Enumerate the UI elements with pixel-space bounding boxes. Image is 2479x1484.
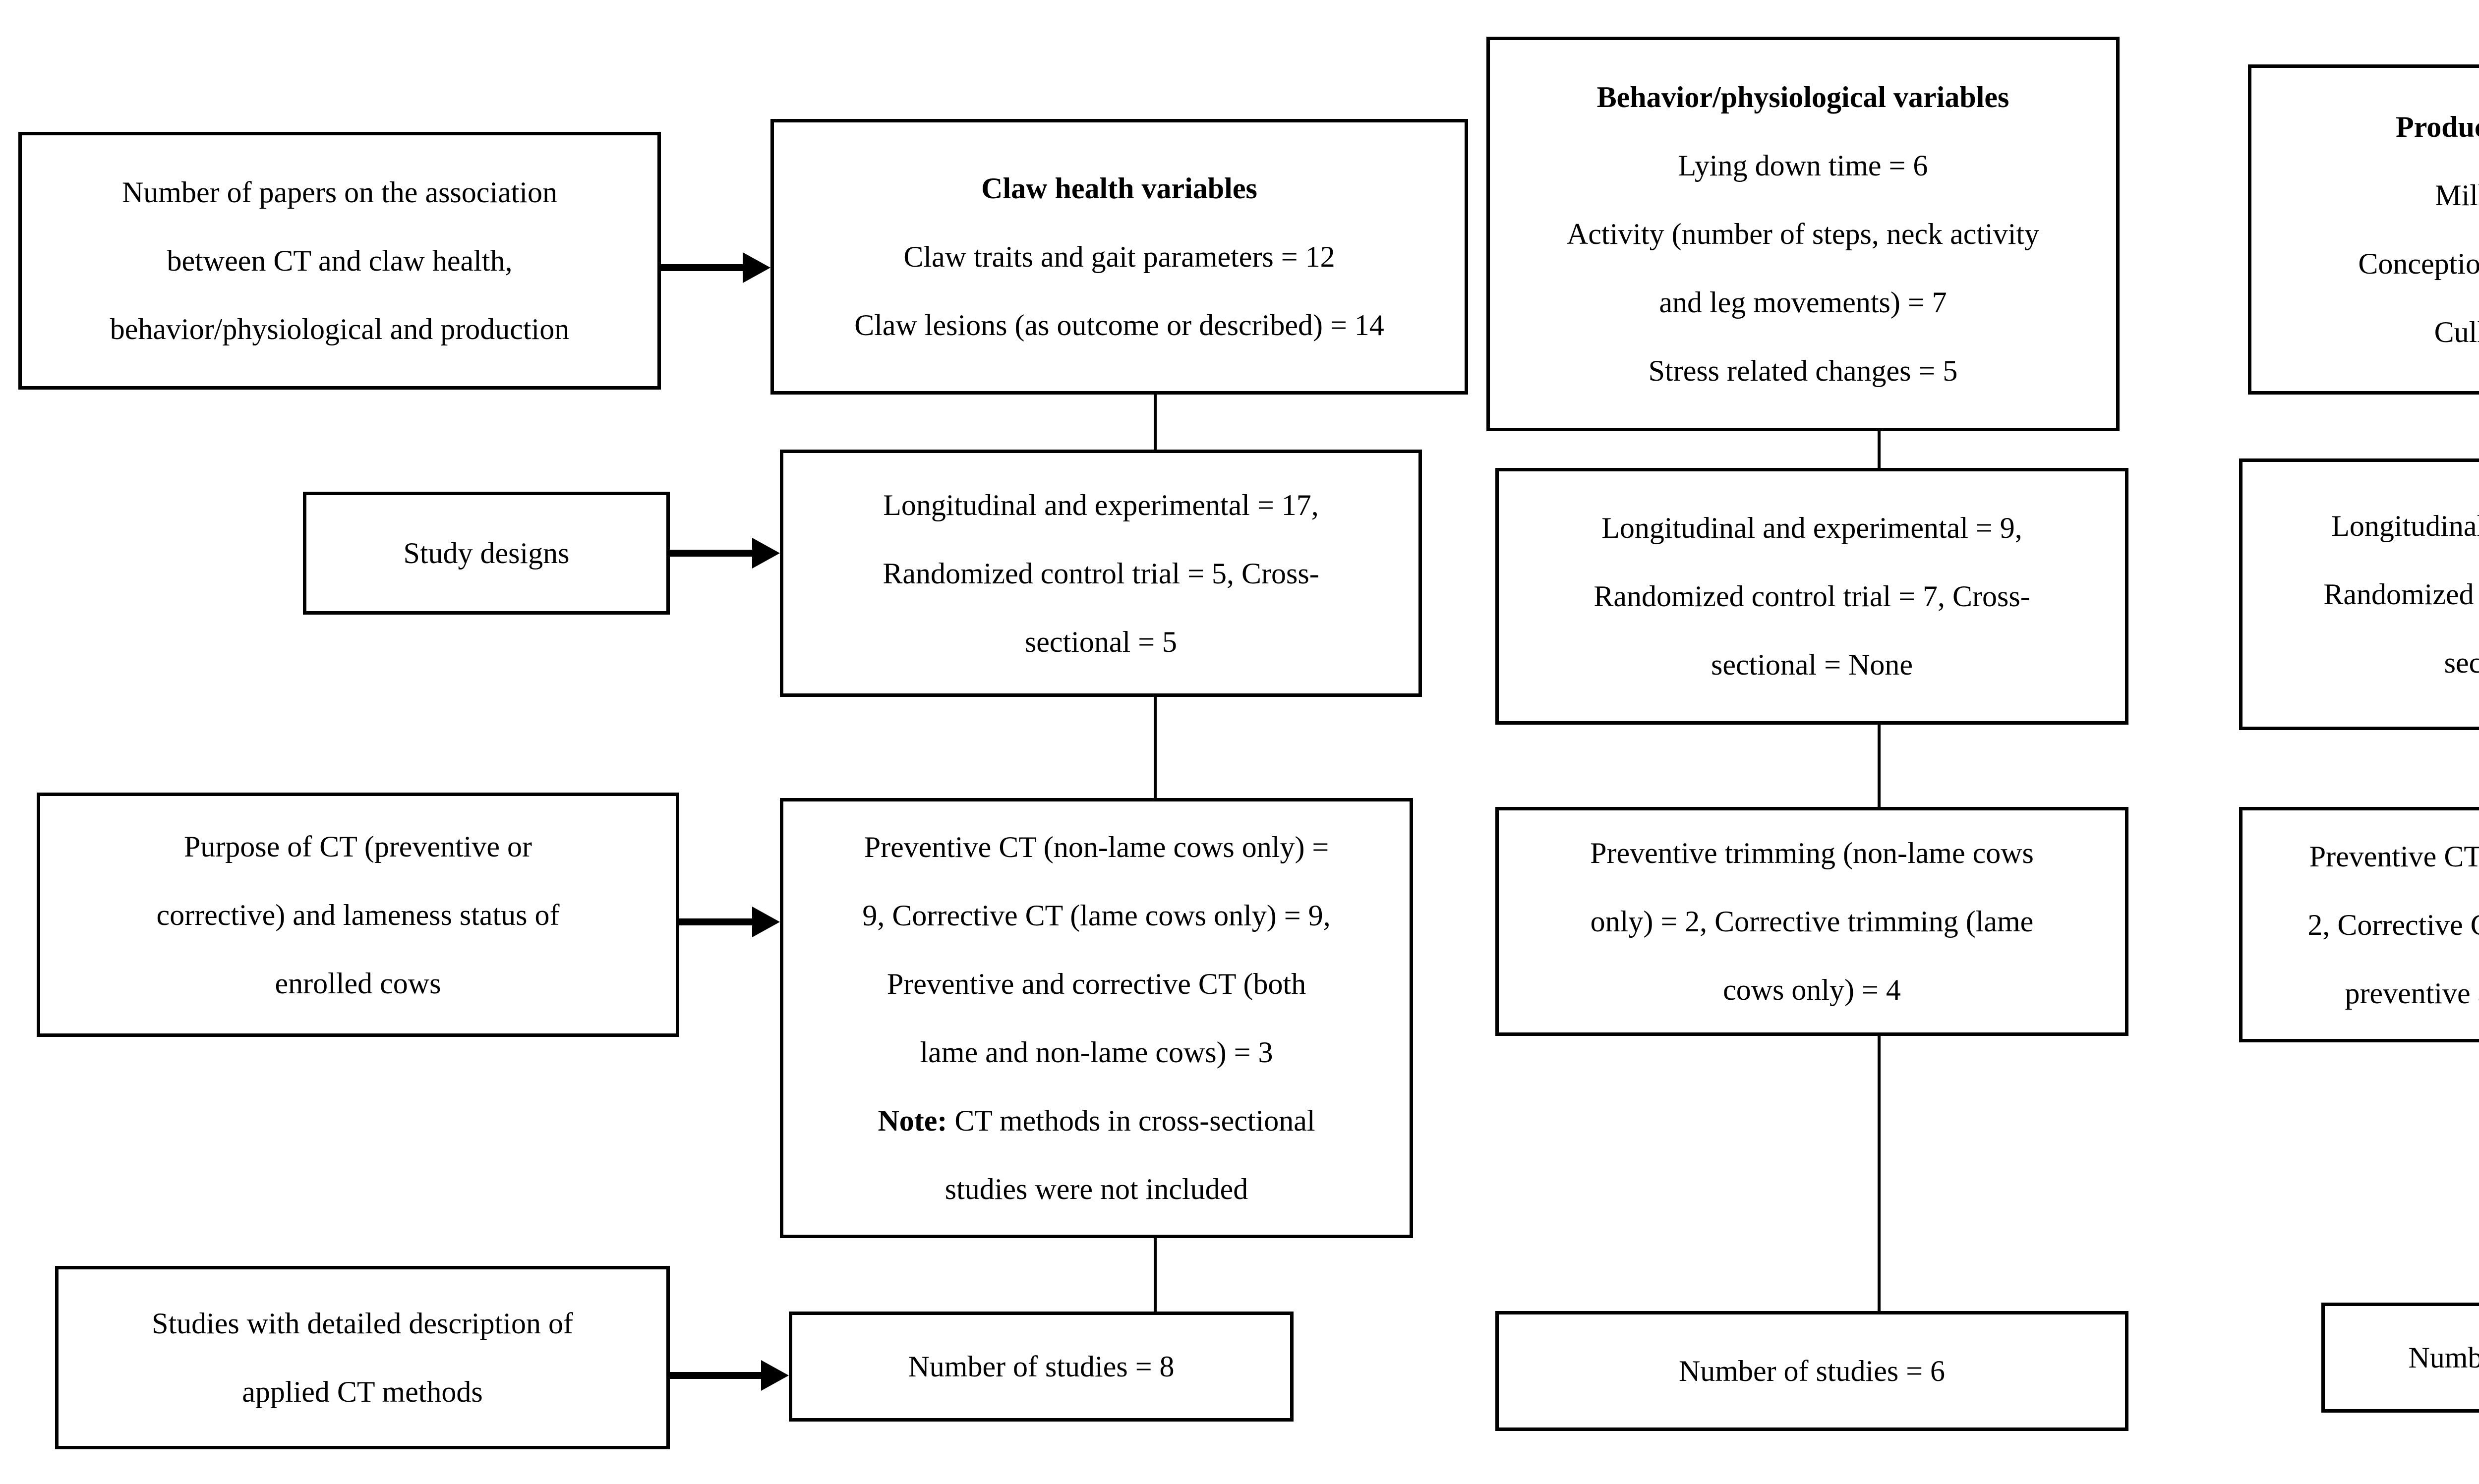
- methods-label-box: Studies with detailed description of app…: [55, 1266, 670, 1449]
- production-designs-text: Longitudinal and experimental = 8, Rando…: [2323, 510, 2479, 679]
- production-variables-title: Production variables: [2396, 111, 2479, 143]
- connector-line: [1154, 1238, 1157, 1312]
- claw-purpose-box: Preventive CT (non-lame cows only) = 9, …: [780, 798, 1413, 1238]
- purpose-label-box: Purpose of CT (preventive or corrective)…: [37, 793, 679, 1037]
- claw-purpose-note-label: Note:: [878, 1104, 947, 1137]
- claw-count-text: Number of studies = 8: [908, 1350, 1175, 1383]
- connector-line: [1878, 1036, 1881, 1311]
- claw-variables-box: Claw health variables Claw traits and ga…: [770, 119, 1468, 395]
- arrow-shaft: [670, 1372, 763, 1379]
- behavior-purpose-text: Preventive trimming (non-lame cows only)…: [1590, 837, 2034, 1006]
- behavior-variables-text: Lying down time = 6 Activity (number of …: [1566, 149, 2040, 387]
- study-designs-label-text: Study designs: [403, 537, 570, 570]
- papers-label-box: Number of papers on the association betw…: [18, 132, 661, 390]
- connector-line: [1154, 395, 1157, 450]
- claw-variables-text: Claw traits and gait parameters = 12 Cla…: [854, 240, 1384, 342]
- arrow-right-icon: [752, 907, 780, 937]
- production-variables-text: Milk yield = 10 Conception rate, fertili…: [2358, 179, 2479, 348]
- claw-variables-title: Claw health variables: [981, 172, 1257, 205]
- behavior-designs-box: Longitudinal and experimental = 9, Rando…: [1495, 468, 2128, 725]
- behavior-count-box: Number of studies = 6: [1495, 1311, 2128, 1431]
- papers-label-text: Number of papers on the association betw…: [110, 176, 570, 345]
- connector-line: [1154, 697, 1157, 798]
- behavior-variables-title: Behavior/physiological variables: [1596, 81, 2009, 114]
- production-designs-box: Longitudinal and experimental = 8, Rando…: [2239, 458, 2479, 730]
- behavior-variables-box: Behavior/physiological variables Lying d…: [1486, 37, 2120, 431]
- claw-purpose-text: Preventive CT (non-lame cows only) = 9, …: [862, 831, 1331, 1069]
- behavior-designs-text: Longitudinal and experimental = 9, Rando…: [1594, 512, 2030, 681]
- claw-count-box: Number of studies = 8: [789, 1312, 1294, 1422]
- production-purpose-text: Preventive CT (non-lame cows only) = 2, …: [2307, 840, 2479, 1010]
- arrow-shaft: [661, 264, 745, 271]
- claw-purpose-note-text: CT methods in cross-sectional studies we…: [944, 1104, 1315, 1205]
- claw-designs-text: Longitudinal and experimental = 17, Rand…: [883, 488, 1319, 658]
- claw-designs-box: Longitudinal and experimental = 17, Rand…: [780, 450, 1422, 697]
- production-count-text: Number of studies = 2: [2408, 1341, 2479, 1374]
- arrow-right-icon: [752, 538, 780, 569]
- purpose-label-text: Purpose of CT (preventive or corrective)…: [156, 830, 560, 1000]
- arrow-right-icon: [743, 252, 770, 283]
- production-variables-box: Production variables Milk yield = 10 Con…: [2248, 64, 2479, 395]
- claw-purpose-note: Note: CT methods in cross-sectional stud…: [878, 1086, 1315, 1223]
- behavior-count-text: Number of studies = 6: [1678, 1355, 1946, 1387]
- arrow-shaft: [670, 550, 754, 557]
- study-designs-label-box: Study designs: [303, 492, 670, 615]
- arrow-right-icon: [761, 1360, 789, 1391]
- production-count-box: Number of studies = 2: [2321, 1303, 2479, 1413]
- connector-line: [1878, 725, 1881, 807]
- arrow-shaft: [679, 918, 754, 925]
- connector-line: [1878, 431, 1881, 468]
- production-purpose-box: Preventive CT (non-lame cows only) = 2, …: [2239, 807, 2479, 1042]
- methods-label-text: Studies with detailed description of app…: [152, 1307, 573, 1408]
- behavior-purpose-box: Preventive trimming (non-lame cows only)…: [1495, 807, 2128, 1036]
